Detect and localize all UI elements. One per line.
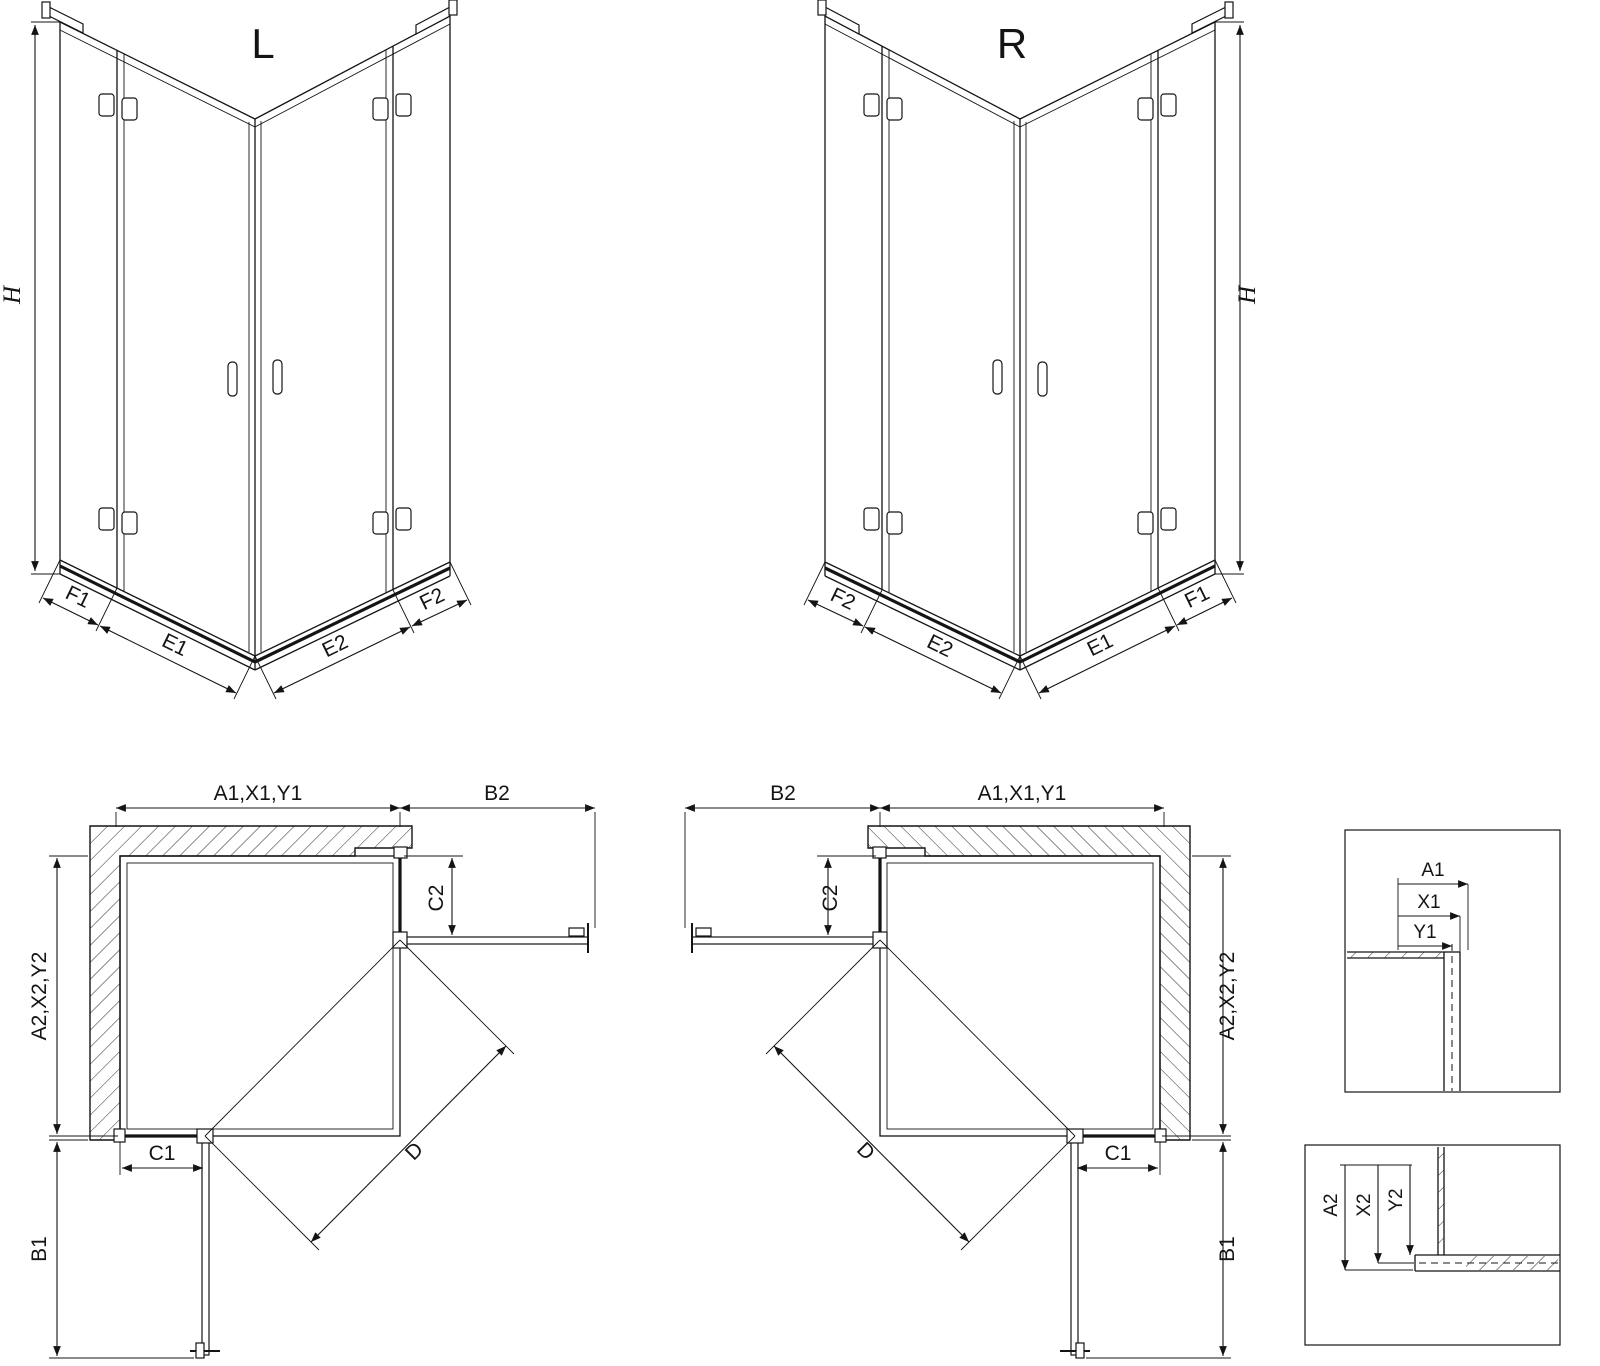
dim-label-a1x1y1: A1,X1,Y1 — [978, 782, 1067, 805]
variant-label-left: L — [251, 20, 274, 67]
glass-section-hatch — [1438, 1147, 1444, 1255]
glass-section-hatch — [1347, 952, 1444, 958]
plan-view-right-labels: B2 A1,X1,Y1 C2 A2,X2,Y2 C1 B1 D — [770, 782, 1239, 1262]
detail-box — [1304, 1144, 1561, 1346]
dim-label-a2: A2 — [1321, 1193, 1342, 1216]
dim-label-c1: C1 — [149, 1142, 176, 1165]
dim-label-x1: X1 — [1417, 892, 1440, 913]
dim-label-c2: C2 — [819, 885, 842, 912]
dim-label-b2: B2 — [484, 782, 510, 805]
dim-label-a1x1y1: A1,X1,Y1 — [214, 782, 303, 805]
dim-label-a2x2y2: A2,X2,Y2 — [28, 952, 51, 1041]
detail-view-top-profile: A1 X1 Y1 — [1344, 829, 1561, 1093]
profile-section-hatch — [1466, 1256, 1558, 1270]
dim-label-y1: Y1 — [1413, 922, 1436, 943]
detail-box — [1344, 829, 1561, 1093]
variant-label-right: R — [997, 20, 1027, 67]
dim-label-c1: C1 — [1105, 1142, 1132, 1165]
dim-label-h: H — [1234, 284, 1261, 305]
dim-label-h: H — [0, 284, 26, 305]
dim-label-a2x2y2: A2,X2,Y2 — [1216, 952, 1239, 1041]
detail-view-bottom-profile: A2 X2 Y2 — [1304, 1144, 1561, 1346]
dim-label-c2: C2 — [425, 885, 448, 912]
dim-label-a1: A1 — [1421, 860, 1444, 881]
dim-label-b1: B1 — [1216, 1236, 1239, 1262]
dim-label-x2: X2 — [1354, 1193, 1375, 1216]
dim-label-b1: B1 — [28, 1236, 51, 1262]
dim-label-y2: Y2 — [1386, 1188, 1407, 1211]
dim-label-b2: B2 — [770, 782, 796, 805]
